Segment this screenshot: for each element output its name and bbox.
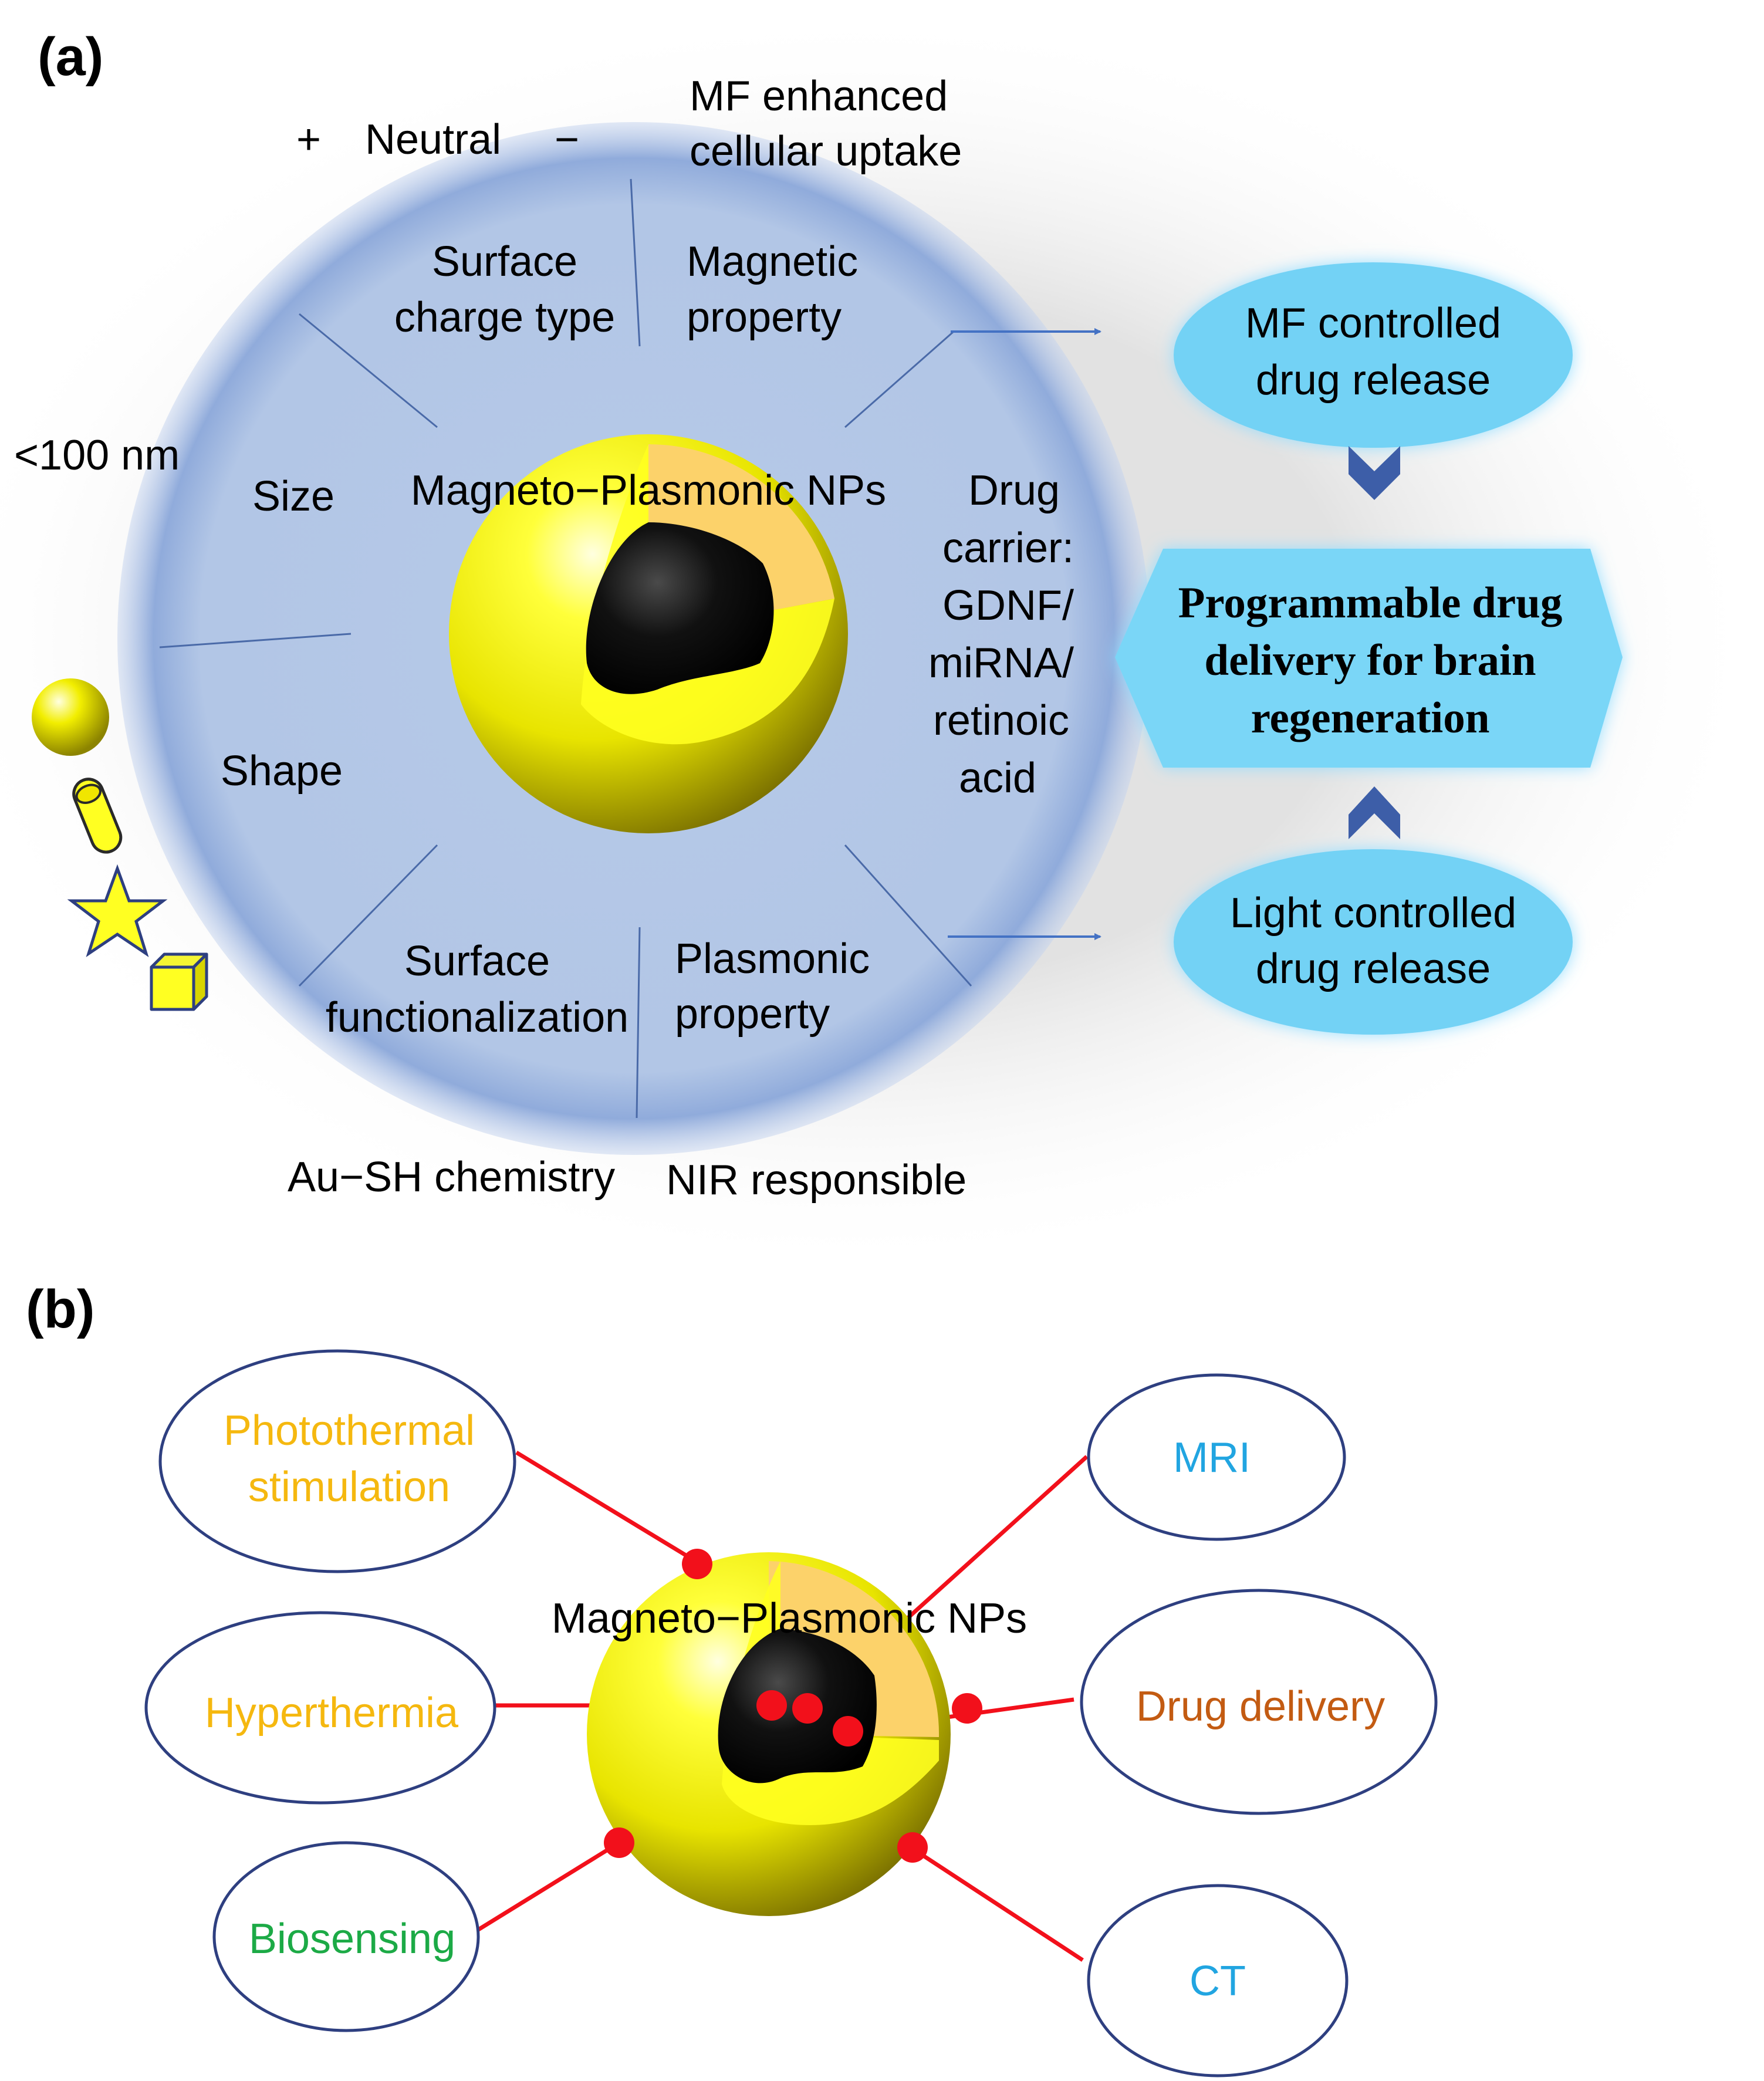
mf-release-line1: MF controlled <box>1245 300 1501 347</box>
photothermal-line2: stimulation <box>248 1464 450 1511</box>
sector-drug-carrier-line1: Drug <box>968 467 1060 514</box>
sector-magnetic-line2: property <box>687 294 842 341</box>
sector-plasmonic-line1: Plasmonic <box>675 935 870 982</box>
charge-plus: + <box>296 116 321 163</box>
sector-surface-charge-line1: Surface <box>432 238 577 285</box>
ct-node <box>1087 1884 1349 2077</box>
mf-uptake-line1: MF enhanced <box>690 73 948 120</box>
mri-label: MRI <box>1173 1434 1251 1481</box>
light-release-bubble <box>1174 849 1573 1035</box>
sector-drug-carrier-line4: miRNA/ <box>928 640 1074 687</box>
light-release-line2: drug release <box>1256 945 1491 992</box>
sector-drug-carrier-line3: GDNF/ <box>942 582 1074 629</box>
hyperthermia-label: Hyperthermia <box>205 1690 459 1737</box>
center-label-b: Magneto−Plasmonic NPs <box>552 1595 1027 1642</box>
nir-responsible: NIR responsible <box>666 1157 967 1204</box>
au-sh-chemistry: Au−SH chemistry <box>288 1154 615 1201</box>
sector-size: Size <box>252 473 334 520</box>
hyperthermia-node <box>144 1611 496 1805</box>
size-value: <100 nm <box>14 432 180 479</box>
cube-shape-icon <box>150 952 208 1011</box>
sphere-shape-icon <box>32 678 109 756</box>
sector-surface-charge-line2: charge type <box>394 294 615 341</box>
charge-neutral: Neutral <box>365 116 501 163</box>
photothermal-node <box>158 1349 516 1573</box>
sector-dividers <box>159 178 972 1119</box>
sector-shape: Shape <box>221 748 343 795</box>
programmable-line3: regeneration <box>1251 694 1490 742</box>
mf-release-line2: drug release <box>1256 357 1491 404</box>
biosensing-node <box>212 1841 480 2032</box>
sector-plasmonic-line2: property <box>675 991 830 1038</box>
connector-dots <box>604 1549 982 1863</box>
panel-b-label: (b) <box>26 1279 94 1339</box>
programmable-delivery-hexagon <box>1115 549 1623 768</box>
mf-release-bubble <box>1174 262 1573 448</box>
center-label-a: Magneto−Plasmonic NPs <box>411 467 886 514</box>
shape-icons <box>32 678 208 1011</box>
sector-surface-functionalization-line2: functionalization <box>326 994 628 1041</box>
rod-shape-icon <box>72 778 123 854</box>
programmable-line1: Programmable drug <box>1178 579 1563 627</box>
sector-surface-functionalization-line1: Surface <box>404 938 550 985</box>
mri-node <box>1087 1373 1346 1541</box>
chevron-down-icon <box>1349 446 1400 500</box>
panel-a-label: (a) <box>38 27 103 87</box>
photothermal-line1: Photothermal <box>224 1407 475 1454</box>
light-release-line1: Light controlled <box>1230 890 1516 937</box>
chevron-up-icon <box>1349 786 1400 839</box>
sector-magnetic-line1: Magnetic <box>687 238 858 285</box>
sector-drug-carrier-line6: acid <box>959 755 1036 802</box>
drug-delivery-label: Drug delivery <box>1136 1683 1385 1730</box>
biosensing-label: Biosensing <box>249 1916 455 1962</box>
sector-drug-carrier-line5: retinoic <box>933 697 1069 744</box>
sector-drug-carrier-line2: carrier: <box>942 525 1074 572</box>
programmable-line2: delivery for brain <box>1204 636 1536 685</box>
star-shape-icon <box>67 864 168 958</box>
charge-minus: − <box>555 116 579 163</box>
mf-uptake-line2: cellular uptake <box>690 128 962 175</box>
nanoparticle-sphere-a <box>449 434 848 833</box>
drug-delivery-node <box>1080 1589 1438 1815</box>
ct-label: CT <box>1189 1958 1246 2005</box>
